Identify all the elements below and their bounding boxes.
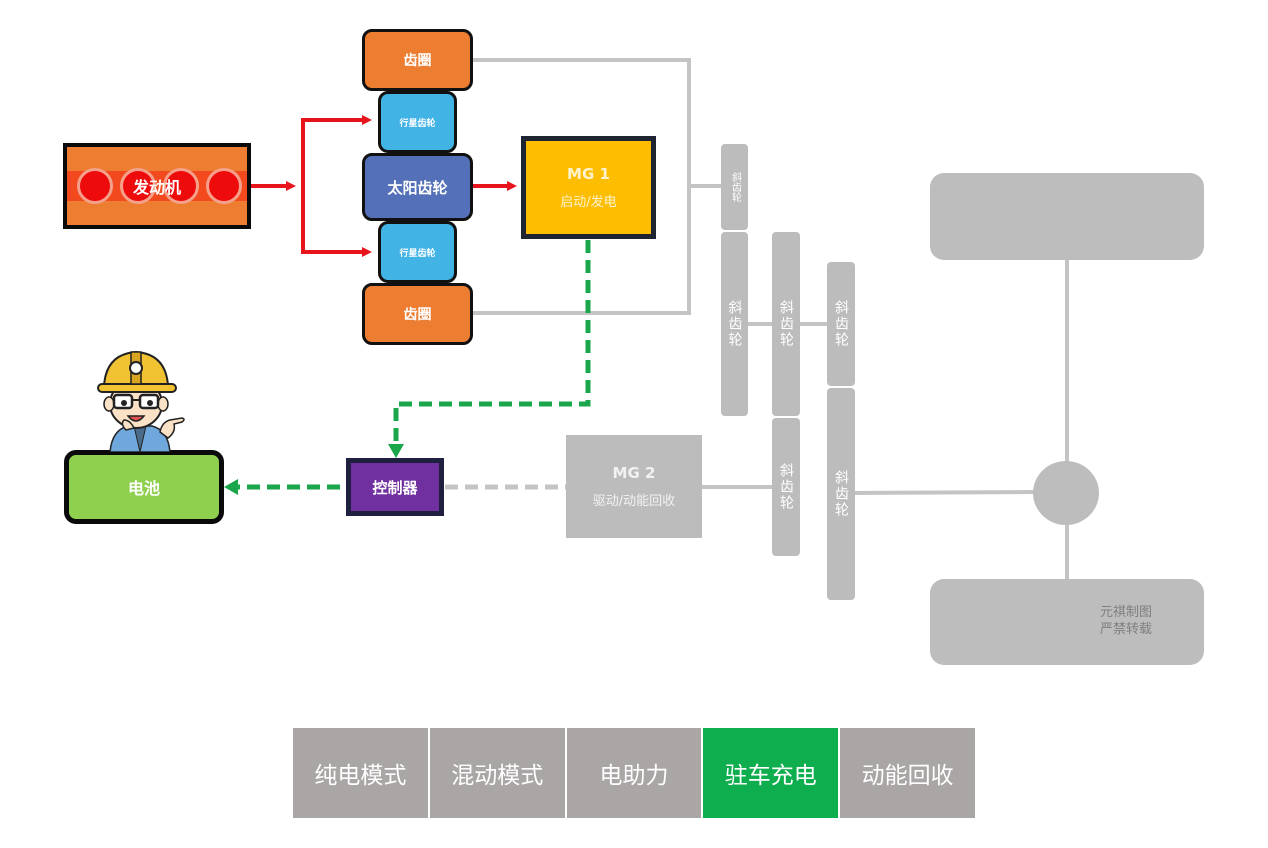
helical-gear-2: 斜齿轮 xyxy=(721,232,748,416)
cylinder-icon xyxy=(77,168,113,204)
mg2-name: MG 2 xyxy=(612,464,656,482)
arrow-to-controller xyxy=(388,444,404,458)
watermark-line-1: 元祺制图 xyxy=(1100,605,1153,620)
battery: 电池 xyxy=(64,450,224,524)
mg2-function: 驱动/动能回收 xyxy=(592,494,676,509)
differential xyxy=(1033,461,1099,525)
mg1-motor-generator: MG 1 启动/发电 xyxy=(521,136,656,239)
helical-gear-6: 斜齿轮 xyxy=(827,388,855,600)
cylinder-icon xyxy=(206,168,242,204)
tab-regenerative-braking[interactable]: 动能回收 xyxy=(840,728,975,818)
watermark-line-2: 严禁转载 xyxy=(1100,622,1153,637)
watermark: 元祺制图 严禁转载 xyxy=(1100,604,1180,638)
ring-gear-top: 齿圈 xyxy=(362,29,473,91)
gear-shafts xyxy=(702,258,1069,580)
helical-gear-4: 斜齿轮 xyxy=(827,262,855,386)
ring-gear-linkage xyxy=(473,58,722,315)
helical-gear-5: 斜齿轮 xyxy=(772,418,800,556)
sun-gear: 太阳齿轮 xyxy=(362,153,473,221)
mg1-function: 启动/发电 xyxy=(560,195,617,210)
mg2-motor-generator: MG 2 驱动/动能回收 xyxy=(566,435,702,538)
tab-electric-assist[interactable]: 电助力 xyxy=(566,728,702,818)
tab-hybrid[interactable]: 混动模式 xyxy=(429,728,565,818)
mode-tabs: 纯电模式 混动模式 电助力 驻车充电 动能回收 xyxy=(293,728,975,818)
arrow-to-battery xyxy=(224,479,238,495)
charging-flow xyxy=(236,240,591,490)
tab-pure-electric[interactable]: 纯电模式 xyxy=(293,728,428,818)
front-wheel xyxy=(930,173,1204,260)
ring-gear-bottom: 齿圈 xyxy=(362,283,473,345)
helical-gear-1: 斜齿轮 xyxy=(721,144,748,230)
rear-wheel xyxy=(930,579,1204,665)
cylinder-icon xyxy=(120,168,156,204)
engine-label: 发动机 xyxy=(132,178,181,197)
controller: 控制器 xyxy=(346,458,444,516)
helical-gear-3: 斜齿轮 xyxy=(772,232,800,416)
cylinder-icon xyxy=(163,168,199,204)
tab-parking-charge[interactable]: 驻车充电 xyxy=(703,728,839,818)
planet-gear-top: 行星齿轮 xyxy=(378,91,457,153)
planet-gear-bottom: 行星齿轮 xyxy=(378,221,457,283)
mg1-name: MG 1 xyxy=(567,165,610,183)
engine-power-flow xyxy=(251,115,517,257)
engine-block: 发动机 xyxy=(63,143,251,229)
engineer-mascot-icon xyxy=(97,350,185,452)
